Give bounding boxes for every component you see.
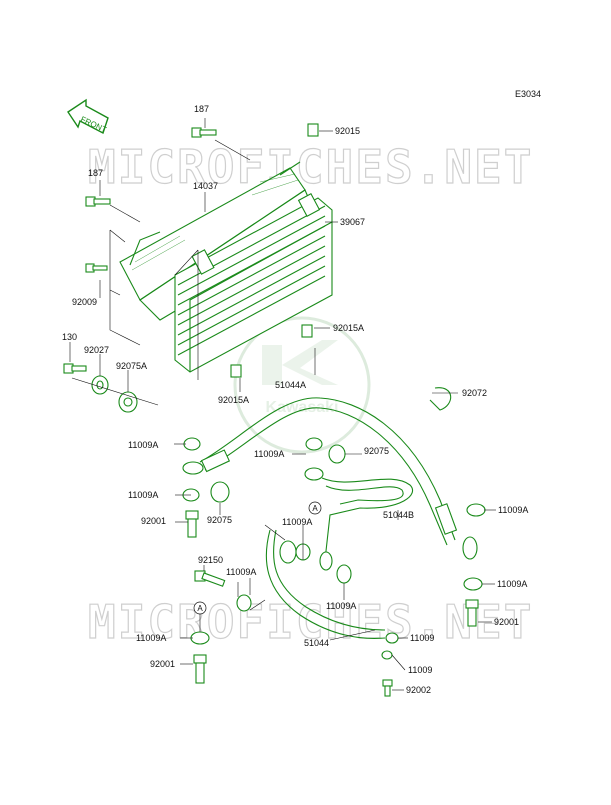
washer-11009A-8 — [463, 577, 483, 591]
callout-11009-2: 11009 — [408, 665, 432, 675]
callout-11009A-6: 11009A — [226, 567, 256, 577]
callout-92075A: 92075A — [116, 361, 147, 371]
callout-92072: 92072 — [462, 388, 487, 398]
logo-text: Kawasaki — [266, 399, 339, 416]
banjo-51044B-bottom — [319, 551, 333, 571]
callout-labels: 187 92015 187 14037 39067 92009 92015A 1… — [62, 104, 528, 695]
callout-39067: 39067 — [340, 217, 365, 227]
callout-92075-right: 92075 — [364, 446, 389, 456]
oil-cooler-39067 — [174, 193, 333, 373]
grommet-92075-right — [328, 444, 346, 464]
hose-51044 — [265, 529, 386, 639]
callout-11009A-9: 11009A — [136, 633, 166, 643]
callout-11009A-4: 11009A — [498, 505, 528, 515]
grommet-92075A — [118, 391, 138, 413]
banjo-51044-top — [279, 540, 297, 564]
ref-circle-a-2: A — [193, 601, 207, 615]
callout-92009: 92009 — [72, 297, 97, 307]
washer-11009A-7 — [336, 564, 352, 584]
washer-11009A-6 — [236, 594, 252, 612]
callout-11009-1: 11009 — [410, 633, 434, 643]
banjo-bolt-92001-3 — [193, 654, 207, 684]
bolt-187-left — [85, 196, 111, 207]
bolt-92009 — [85, 263, 108, 273]
callout-92027: 92027 — [84, 345, 109, 355]
callout-92015A-right: 92015A — [333, 323, 364, 333]
bolt-92150 — [194, 570, 226, 587]
leader-lines — [69, 118, 496, 691]
banjo-51044A-left — [182, 449, 231, 475]
callout-11009A-8: 11009A — [497, 579, 527, 589]
callout-11009A-3: 11009A — [128, 490, 158, 500]
callout-11009A-5: 11009A — [282, 517, 312, 527]
clip-92015A-right — [301, 324, 313, 338]
ref-circle-a-1: A — [308, 501, 322, 515]
diagram-code: E3034 — [515, 89, 541, 99]
callout-11009A-7: 11009A — [326, 601, 356, 611]
callout-92001-2: 92001 — [494, 617, 519, 627]
banjo-51044B-top — [304, 467, 324, 481]
clip-92015 — [307, 123, 319, 137]
front-arrow-icon: FRONT — [67, 98, 109, 135]
hose-51044B — [321, 477, 413, 561]
shroud-14037 — [119, 161, 321, 321]
callout-92015: 92015 — [335, 126, 360, 136]
callout-51044B: 51044B — [383, 510, 414, 520]
callout-92150: 92150 — [198, 555, 223, 565]
washer-11009-1 — [385, 632, 399, 644]
washer-11009A-9 — [190, 631, 210, 645]
bolt-130 — [63, 363, 87, 374]
callout-14037: 14037 — [193, 181, 218, 191]
banjo-bolt-92001-2 — [465, 599, 479, 627]
callout-130: 130 — [62, 332, 77, 342]
callout-92002: 92002 — [406, 685, 431, 695]
callout-187-top: 187 — [194, 104, 209, 114]
ref-a-label-1: A — [312, 504, 318, 513]
callout-92001-3: 92001 — [150, 659, 175, 669]
washer-11009-2 — [381, 650, 393, 660]
watermark-top: MICROFICHES.NET — [88, 140, 533, 194]
callout-11009A-2: 11009A — [254, 449, 284, 459]
washer-11009A-4 — [466, 503, 486, 517]
callout-51044: 51044 — [304, 638, 329, 648]
washer-11009A-2 — [305, 437, 323, 451]
banjo-51044A-right — [434, 503, 478, 560]
callout-187-left: 187 — [88, 168, 103, 178]
callout-92001-1: 92001 — [141, 516, 166, 526]
clamp-92072 — [429, 387, 452, 411]
grommet-92075-lower — [210, 481, 230, 503]
callout-92015A-left: 92015A — [218, 395, 249, 405]
callout-11009A-1: 11009A — [128, 440, 158, 450]
callout-92075-lower: 92075 — [207, 515, 232, 525]
watermark-bottom: MICROFICHES.NET — [88, 595, 533, 649]
kawasaki-logo: Kawasaki — [233, 316, 371, 454]
hose-51044A — [199, 397, 456, 541]
callout-51044A: 51044A — [275, 380, 306, 390]
ref-a-label-2: A — [197, 604, 203, 613]
banjo-bolt-92001-1 — [185, 510, 199, 538]
washer-11009A-1 — [183, 437, 201, 451]
bolt-187-top — [191, 127, 217, 138]
bolt-92002 — [382, 679, 393, 697]
clip-92015A-left — [230, 364, 242, 378]
